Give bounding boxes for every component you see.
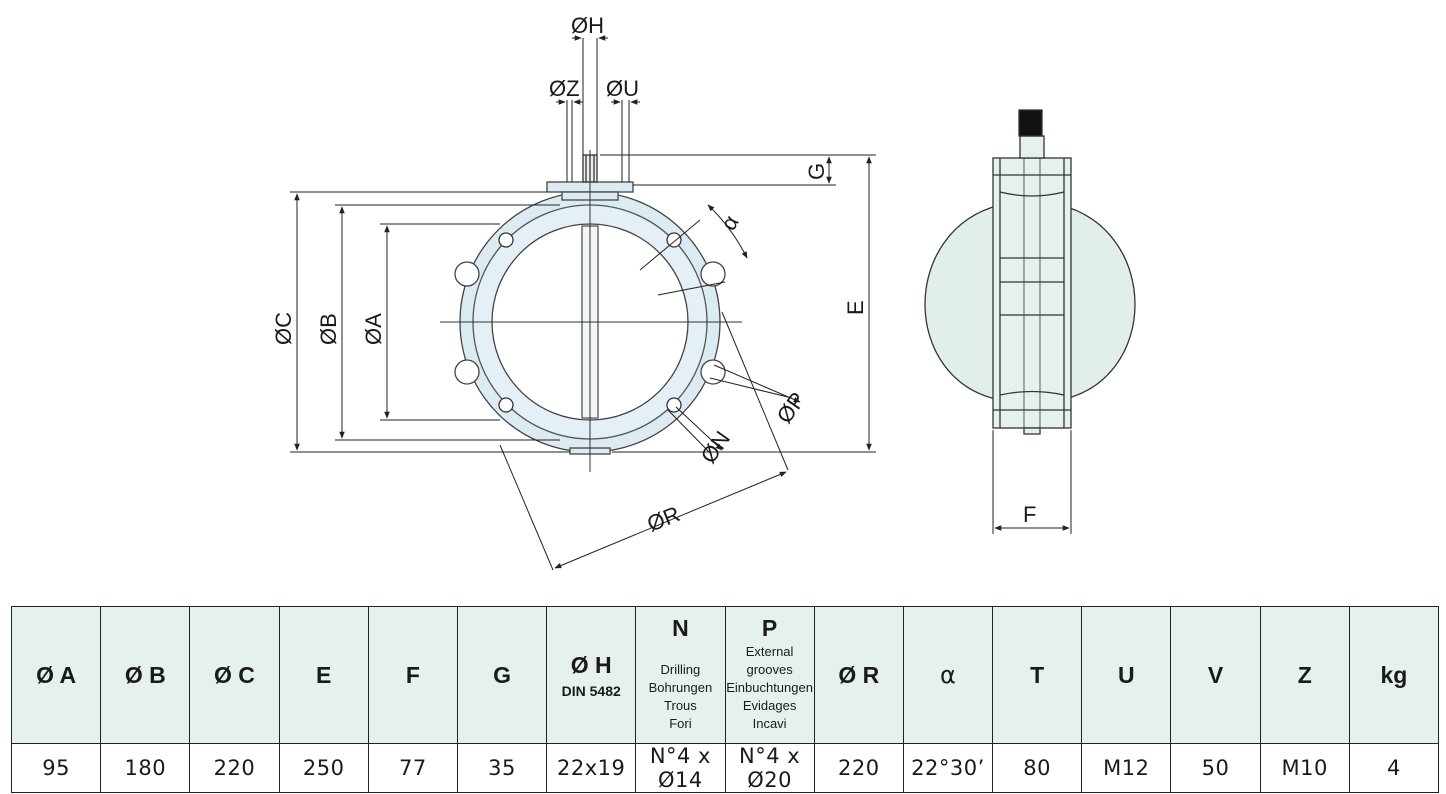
specification-table: Ø A Ø B Ø C E F G Ø H DIN 5482 N Drillin… — [10, 606, 1440, 793]
cell-a: 95 — [10, 743, 102, 793]
header-p: P External grooves Einbuchtungen Evidage… — [724, 606, 815, 744]
cell-alpha: 22°30’ — [902, 743, 994, 793]
front-dimensions — [290, 35, 876, 571]
header-kg: kg — [1348, 606, 1440, 744]
cell-p: N°4 x Ø20 — [724, 743, 815, 793]
label-g: G — [804, 163, 829, 180]
cell-t: 80 — [992, 743, 1083, 793]
label-u: ØU — [606, 76, 639, 101]
header-a: Ø A — [10, 606, 102, 744]
cell-kg: 4 — [1348, 743, 1440, 793]
label-n: ØN — [696, 426, 735, 467]
label-c: ØC — [271, 312, 296, 345]
table-header-row: Ø A Ø B Ø C E F G Ø H DIN 5482 N Drillin… — [10, 606, 1440, 744]
label-b: ØB — [316, 313, 341, 345]
header-h: Ø H DIN 5482 — [546, 606, 637, 744]
header-v: V — [1170, 606, 1261, 744]
cell-v: 50 — [1170, 743, 1261, 793]
header-u: U — [1081, 606, 1172, 744]
label-e: E — [843, 300, 868, 315]
cell-h: 22x19 — [546, 743, 637, 793]
side-body — [992, 157, 1072, 429]
cell-f: 77 — [367, 743, 458, 793]
cell-r: 220 — [813, 743, 904, 793]
label-a: ØA — [361, 313, 386, 345]
side-view — [924, 109, 1136, 435]
header-t: T — [992, 606, 1083, 744]
cell-c: 220 — [189, 743, 280, 793]
table-row: 95 180 220 250 77 35 22x19 N°4 x Ø14 N°4… — [10, 743, 1440, 793]
header-f: F — [367, 606, 458, 744]
side-shaft-top — [1018, 109, 1043, 137]
cell-g: 35 — [456, 743, 548, 793]
label-z: ØZ — [549, 76, 580, 101]
cell-n: N°4 x Ø14 — [635, 743, 726, 793]
header-n: N Drilling Bohrungen Trous Fori — [635, 606, 726, 744]
side-dimensions — [992, 430, 1072, 534]
header-z: Z — [1259, 606, 1350, 744]
cell-u: M12 — [1081, 743, 1172, 793]
label-p: ØP — [772, 387, 811, 427]
label-r: ØR — [644, 501, 684, 537]
front-view — [440, 150, 742, 472]
header-e: E — [278, 606, 369, 744]
header-b: Ø B — [100, 606, 191, 744]
valve-technical-drawing: ØH ØZ ØU G α ØC ØB ØA E ØP ØN ØR F — [271, 13, 1136, 571]
cell-e: 250 — [278, 743, 369, 793]
cell-z: M10 — [1259, 743, 1350, 793]
label-h: ØH — [571, 13, 604, 38]
cell-b: 180 — [100, 743, 191, 793]
label-f: F — [1023, 502, 1036, 527]
header-c: Ø C — [189, 606, 280, 744]
header-g: G — [456, 606, 548, 744]
header-alpha: α — [902, 606, 994, 744]
label-alpha: α — [716, 211, 744, 235]
header-r: Ø R — [813, 606, 904, 744]
